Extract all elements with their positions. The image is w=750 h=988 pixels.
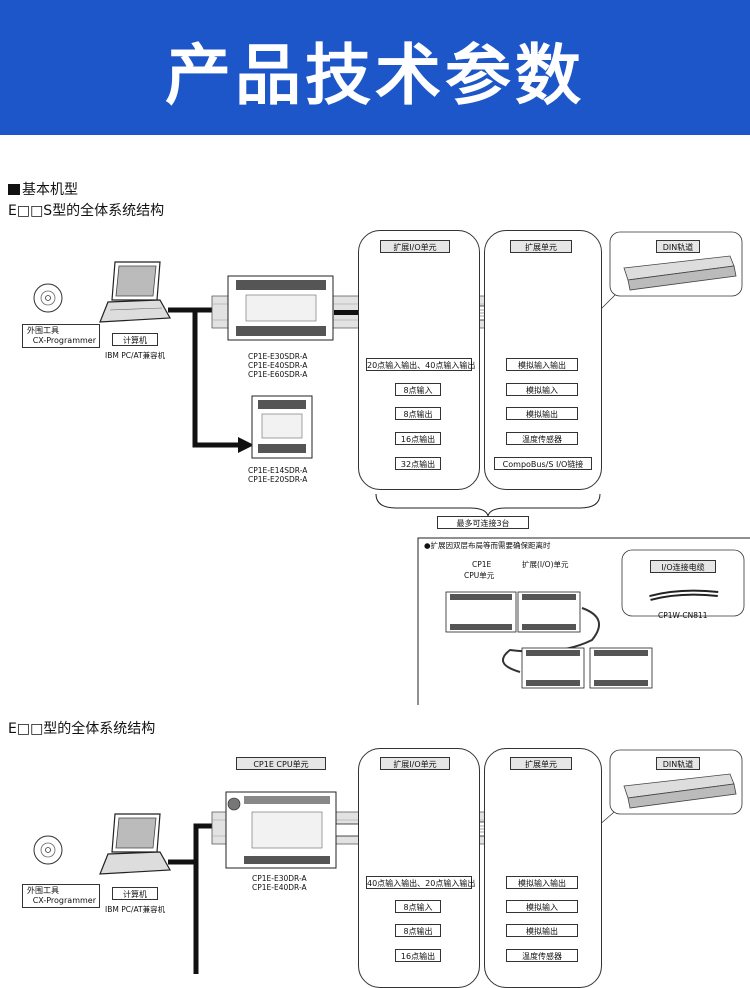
section2-subheading: E□□型的全体系统结构 <box>8 721 156 737</box>
expansion-io-item: 20点输入输出、40点输入输出 <box>366 358 475 371</box>
expansion-io-item-2: 40点输入输出、20点输入输出 <box>366 876 475 889</box>
title-banner: 产品技术参数 <box>0 0 750 135</box>
cpu-models-2: CP1E-E30DR-A CP1E-E40DR-A <box>252 874 307 892</box>
cpu-label-line2: CPU单元 <box>464 571 495 580</box>
expansion-unit-item: 模拟输入输出 <box>506 358 578 371</box>
peripheral-tool-box-2: 外围工具 CX-Programmer <box>22 884 100 908</box>
two-tier-note: ●扩展因双层布局等而需要确保距离时 <box>424 541 551 550</box>
laptop-icon-2 <box>99 813 171 875</box>
square-bullet-icon <box>8 184 20 195</box>
expansion-io-item: 8点输入 <box>395 383 441 396</box>
expansion-unit-item: CompoBus/S I/O链接 <box>494 457 592 470</box>
expansion-io-title-2: 扩展I/O单元 <box>380 757 450 770</box>
expansion-io-label: 扩展(I/O)单元 <box>522 560 569 569</box>
section1-heading: 基本机型 <box>8 179 78 199</box>
cpu-label-line1: CP1E <box>472 560 492 569</box>
expansion-io-item-2: 16点输出 <box>395 949 441 962</box>
expansion-io-item-2: 8点输出 <box>395 924 441 937</box>
expansion-unit-panel-2 <box>484 748 602 988</box>
expansion-unit-title: 扩展单元 <box>510 240 572 253</box>
cpu-unit-large <box>227 275 334 341</box>
computer-box-2: 计算机 <box>112 887 158 900</box>
expansion-unit-item-2: 温度传感器 <box>506 949 578 962</box>
computer-box: 计算机 <box>112 333 158 346</box>
din-rail-label-2: DIN轨道 <box>656 757 700 770</box>
cd-icon-2 <box>33 835 63 865</box>
expansion-unit-item: 温度传感器 <box>506 432 578 445</box>
expansion-unit-item: 模拟输出 <box>506 407 578 420</box>
expansion-unit-item-2: 模拟输入输出 <box>506 876 578 889</box>
max-connect-label: 最多可连接3台 <box>437 516 529 529</box>
section1-subheading: E□□S型的全体系统结构 <box>8 203 165 219</box>
expansion-unit-item-2: 模拟输出 <box>506 924 578 937</box>
cd-icon <box>33 283 63 313</box>
cpu-unit-title: CP1E CPU单元 <box>236 757 326 770</box>
cable-model: CP1W-CN811 <box>658 611 708 620</box>
cable-label: I/O连接电缆 <box>650 560 716 573</box>
expansion-io-item: 16点输出 <box>395 432 441 445</box>
cpu-unit-e <box>225 791 337 869</box>
expansion-unit-item: 模拟输入 <box>506 383 578 396</box>
page-title: 产品技术参数 <box>165 37 585 114</box>
laptop-icon <box>99 261 171 323</box>
computer-note: IBM PC/AT兼容机 <box>105 351 166 360</box>
din-rail-label: DIN轨道 <box>656 240 700 253</box>
peripheral-tool-box: 外围工具 CX-Programmer <box>22 324 100 348</box>
expansion-io-item: 8点输出 <box>395 407 441 420</box>
computer-note-2: IBM PC/AT兼容机 <box>105 905 166 914</box>
din-rail-inset <box>609 231 743 297</box>
expansion-io-panel-2 <box>358 748 480 988</box>
expansion-unit-item-2: 模拟输入 <box>506 900 578 913</box>
cpu-models-a: CP1E-E30SDR-A CP1E-E40SDR-A CP1E-E60SDR-… <box>248 352 308 379</box>
din-rail-inset-2 <box>609 749 743 815</box>
cpu-models-b: CP1E-E14SDR-A CP1E-E20SDR-A <box>248 466 308 484</box>
expansion-io-item-2: 8点输入 <box>395 900 441 913</box>
expansion-unit-title-2: 扩展单元 <box>510 757 572 770</box>
cpu-unit-small <box>251 395 313 459</box>
expansion-io-item: 32点输出 <box>395 457 441 470</box>
expansion-io-title: 扩展I/O单元 <box>380 240 450 253</box>
